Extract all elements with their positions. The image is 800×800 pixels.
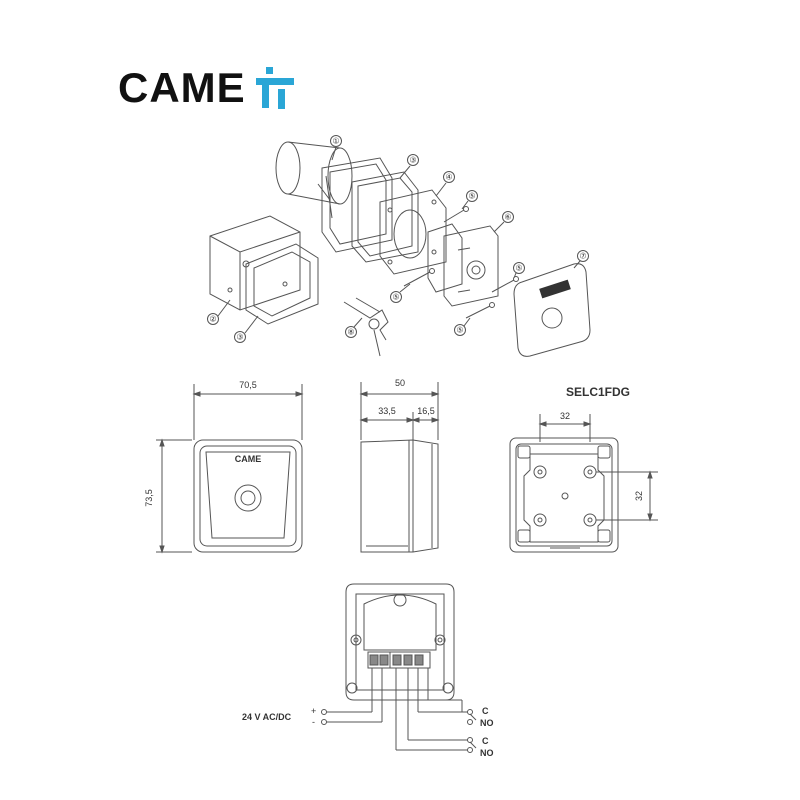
switch-module xyxy=(427,223,499,307)
part-number: ① xyxy=(332,137,339,146)
part-number: ③ xyxy=(409,156,416,165)
part-number: ⑧ xyxy=(347,328,354,337)
part-number: ⑥ xyxy=(504,213,511,222)
exploded-view xyxy=(209,141,591,357)
part-number: ③ xyxy=(236,333,243,342)
side-view xyxy=(359,382,440,553)
side-total-label: 50 xyxy=(395,378,405,388)
contact-no-1: NO xyxy=(480,718,494,728)
power-label: 24 V AC/DC xyxy=(242,712,292,722)
flange-plate xyxy=(321,157,393,253)
holes-h-label: 32 xyxy=(560,411,570,421)
brand-name: CAME xyxy=(118,64,246,111)
contact-c-1: C xyxy=(482,706,489,716)
screws xyxy=(403,206,519,319)
brand-mark-icon xyxy=(255,67,294,109)
keys xyxy=(343,297,389,357)
front-width-label: 70,5 xyxy=(239,380,257,390)
wiring-diagram xyxy=(321,583,477,753)
front-cover xyxy=(513,263,591,357)
model-label: SELC1FDG xyxy=(566,385,630,399)
gasket-upper xyxy=(351,171,419,263)
back-box xyxy=(209,215,301,311)
gasket-lower xyxy=(245,243,319,325)
part-number: ② xyxy=(209,315,216,324)
part-number: ⑤ xyxy=(468,192,475,201)
frame-part xyxy=(379,189,447,275)
holes-v-label: 32 xyxy=(634,491,644,501)
front-height-label: 73,5 xyxy=(144,489,154,507)
cylinder-part xyxy=(275,141,353,219)
side-right-label: 16,5 xyxy=(417,406,435,416)
wiring-labels: 24 V AC/DC + - C NO C NO xyxy=(242,706,494,758)
part-number: ⑤ xyxy=(456,326,463,335)
part-callouts xyxy=(207,135,589,343)
dimension-labels: 70,5 73,5 50 33,5 16,5 SELC1FDG 32 32 CA… xyxy=(144,378,644,507)
part-number: ④ xyxy=(445,173,452,182)
came-logo: CAME xyxy=(118,66,294,110)
contact-c-2: C xyxy=(482,736,489,746)
side-left-label: 33,5 xyxy=(378,406,396,416)
contact-no-2: NO xyxy=(480,748,494,758)
minus-label: - xyxy=(312,717,315,727)
rear-view xyxy=(509,414,658,553)
plus-label: + xyxy=(311,706,316,716)
front-brand-label: CAME xyxy=(235,454,262,464)
part-number: ⑦ xyxy=(579,252,586,261)
front-view xyxy=(156,384,304,554)
part-number-labels: ① ② ③ ③ ④ ⑤ ⑤ ⑤ ⑤ ⑥ ⑦ ⑧ xyxy=(209,137,586,342)
part-number: ⑤ xyxy=(392,293,399,302)
part-number: ⑤ xyxy=(515,264,522,273)
